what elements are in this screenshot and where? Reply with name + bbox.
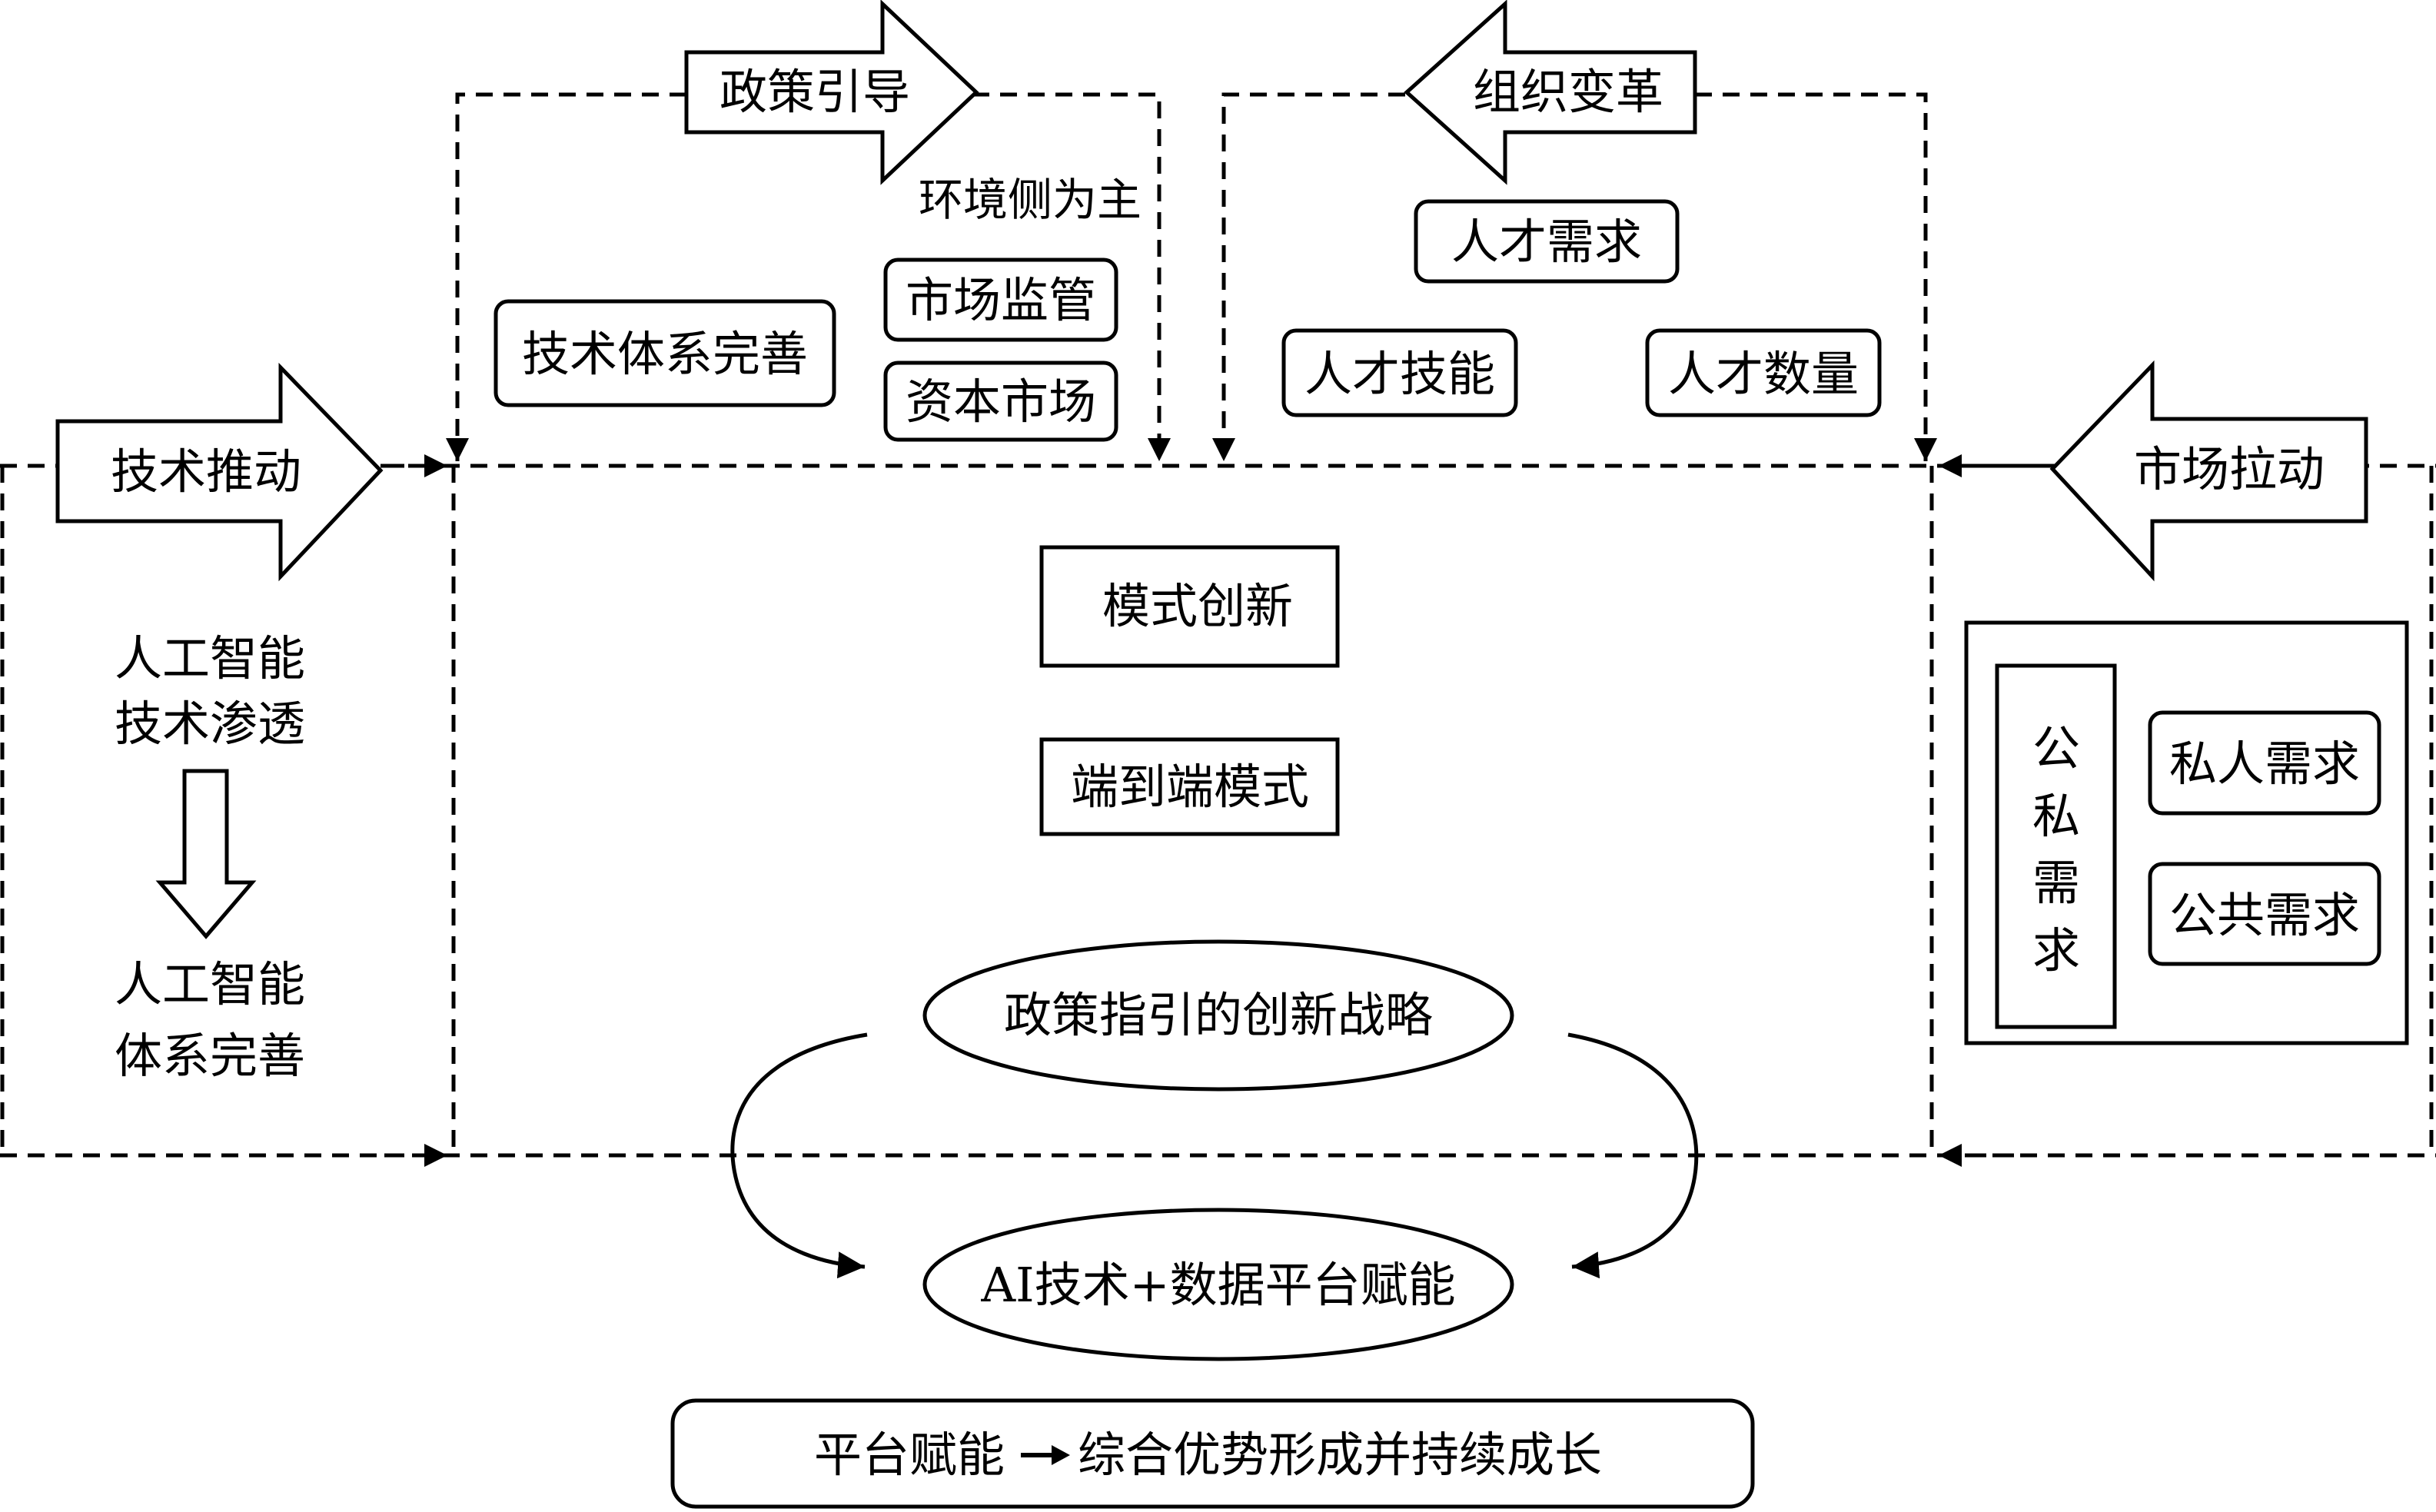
svg-text:政策指引的创新战略: 政策指引的创新战略 — [1004, 987, 1433, 1043]
market-category-char-3: 需 — [2032, 855, 2080, 911]
market-category-char-1: 公 — [2032, 720, 2080, 776]
loop-arrow-left — [730, 1032, 868, 1279]
outcome-box: 平台赋能 综合优势形成并持续成长 — [670, 1398, 1755, 1509]
org-item-talent-skill: 人才技能 — [1281, 328, 1518, 417]
market-pull-arrow: 市场拉动 — [2049, 360, 2368, 582]
policy-note: 环境侧为主 — [919, 174, 1142, 226]
tech-down-arrow — [155, 769, 257, 939]
tech-top-line-1: 人工智能 — [115, 630, 305, 686]
org-connector-left — [1212, 92, 1405, 461]
market-item-public-demand: 公共需求 — [2148, 862, 2381, 966]
org-change-arrow: 组织变革 — [1404, 0, 1697, 185]
svg-text:资本市场: 资本市场 — [906, 374, 1096, 430]
svg-text:人才数量: 人才数量 — [1668, 346, 1859, 402]
policy-item-capital-market: 资本市场 — [883, 361, 1118, 442]
center-mode-innovation: 模式创新 — [1039, 545, 1340, 668]
loop-arrows — [730, 1032, 1699, 1279]
outcome-arrow-icon — [1021, 1445, 1070, 1465]
tech-push-arrow: 技术推动 — [55, 362, 384, 582]
market-category-char-2: 私 — [2032, 788, 2080, 844]
svg-text:技术体系完善: 技术体系完善 — [522, 326, 808, 382]
center-end-to-end-mode: 端到端模式 — [1039, 737, 1340, 836]
org-change-label: 组织变革 — [1473, 64, 1663, 120]
outcome-right-text: 综合优势形成并持续成长 — [1078, 1427, 1602, 1483]
org-item-talent-quantity: 人才数量 — [1645, 328, 1882, 417]
svg-text:模式创新: 模式创新 — [1102, 578, 1293, 634]
tech-bottom-line-1: 人工智能 — [115, 956, 305, 1012]
market-item-private-demand: 私人需求 — [2148, 710, 2381, 816]
tech-top-line-2: 技术渗透 — [115, 696, 305, 752]
dashed-frame — [0, 464, 2436, 1158]
svg-text:市场监管: 市场监管 — [906, 272, 1096, 328]
svg-text:人才技能: 人才技能 — [1304, 346, 1495, 402]
policy-connector-right — [972, 92, 1171, 461]
outcome-left-text: 平台赋能 — [814, 1427, 1005, 1483]
svg-text:私人需求: 私人需求 — [2169, 736, 2360, 792]
org-item-talent-demand: 人才需求 — [1414, 199, 1680, 284]
svg-text:公共需求: 公共需求 — [2169, 887, 2360, 943]
policy-connector-left — [446, 92, 686, 461]
policy-item-tech-system: 技术体系完善 — [494, 299, 836, 407]
market-category-box: 公 私 需 求 — [1995, 663, 2117, 1029]
svg-text:AI技术+数据平台赋能: AI技术+数据平台赋能 — [980, 1257, 1455, 1313]
tech-push-label: 技术推动 — [111, 444, 301, 500]
dashed-connectors — [381, 92, 2052, 1167]
strategy-ellipse: 政策指引的创新战略 — [922, 939, 1514, 1092]
market-category-char-4: 求 — [2032, 922, 2080, 979]
svg-text:端到端模式: 端到端模式 — [1071, 759, 1309, 815]
tech-bottom-line-2: 体系完善 — [115, 1028, 305, 1084]
org-connector-right — [1695, 92, 1937, 461]
market-pull-label: 市场拉动 — [2134, 441, 2325, 497]
policy-guidance-arrow: 政策引导 — [684, 0, 979, 185]
svg-text:人才需求: 人才需求 — [1451, 214, 1642, 270]
loop-arrow-right — [1567, 1032, 1699, 1279]
policy-guidance-label: 政策引导 — [720, 64, 910, 120]
empower-ellipse: AI技术+数据平台赋能 — [922, 1208, 1514, 1361]
policy-item-market-regulation: 市场监管 — [883, 258, 1118, 342]
